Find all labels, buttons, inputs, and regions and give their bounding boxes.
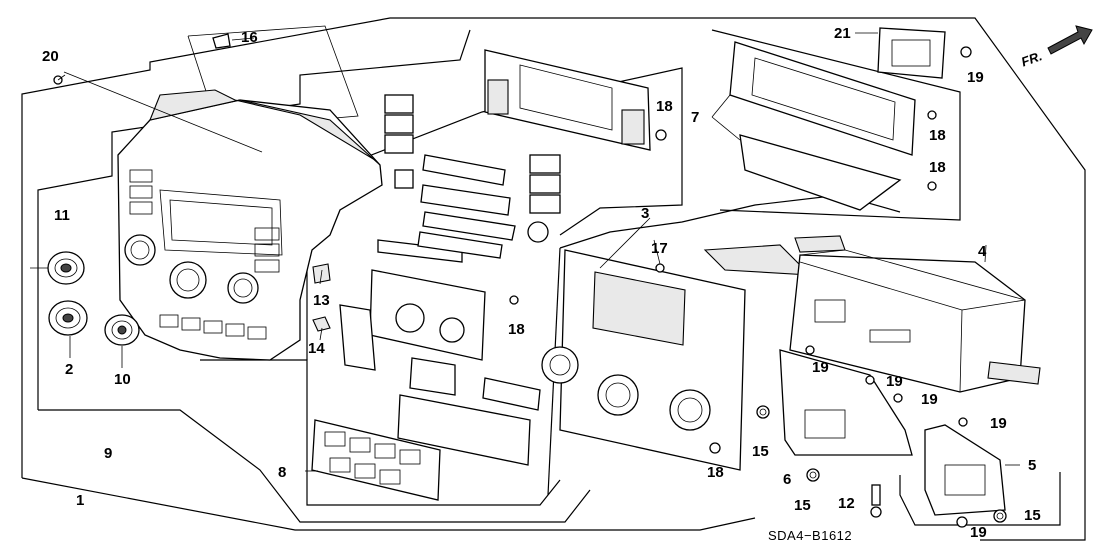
leader-lines (30, 32, 1020, 472)
screw-19-b (805, 345, 815, 355)
callout-14: 14 (308, 340, 325, 357)
screw-18-c (927, 181, 937, 191)
screw-18-b (927, 110, 937, 120)
screw-18-d (509, 295, 519, 305)
callout-4: 4 (978, 243, 987, 260)
callout-8: 8 (278, 464, 286, 481)
screw-17 (655, 263, 665, 273)
harness-bracket (397, 377, 541, 466)
callout-18-c: 18 (929, 159, 946, 176)
bracket-5 (924, 424, 1006, 516)
callout-5: 5 (1028, 457, 1036, 474)
callout-13: 13 (313, 292, 330, 309)
screw-18-a (655, 129, 667, 141)
knob-11 (47, 251, 85, 285)
callout-15-a: 15 (752, 443, 769, 460)
callout-20: 20 (42, 48, 59, 65)
knob-10 (104, 314, 140, 346)
radio-unit-4 (703, 235, 1041, 393)
front-direction-label: FR. (1019, 48, 1044, 69)
bezel-7 (729, 41, 916, 211)
bracket-6 (779, 349, 913, 456)
callout-1: 1 (76, 492, 84, 509)
part-21 (877, 27, 946, 79)
screw-19-c (865, 375, 875, 385)
callout-9: 9 (104, 445, 112, 462)
callout-12: 12 (838, 495, 855, 512)
callout-15-c: 15 (1024, 507, 1041, 524)
diagram-code: SDA4−B1612 (768, 528, 852, 543)
bezel-box-7 (711, 29, 961, 221)
callout-18-a: 18 (656, 98, 673, 115)
callout-21: 21 (834, 25, 851, 42)
callout-19-d: 19 (921, 391, 938, 408)
callout-7: 7 (691, 109, 699, 126)
clip-16 (212, 33, 231, 49)
callout-11: 11 (54, 207, 70, 224)
screw-19-f (956, 516, 968, 528)
audio-panel-bezel (117, 89, 383, 361)
screw-19-d (893, 393, 903, 403)
screw-15-b (806, 468, 820, 482)
callout-19-b: 19 (812, 359, 829, 376)
screw-19-e (958, 417, 968, 427)
screw-19-a (960, 46, 972, 58)
display-frame (484, 49, 651, 151)
callout-6: 6 (783, 471, 791, 488)
bracket-box-5 (899, 472, 1061, 526)
callout-19-a: 19 (967, 69, 984, 86)
callout-10: 10 (114, 371, 131, 388)
callout-3: 3 (641, 205, 649, 222)
callout-19-f: 19 (970, 524, 987, 541)
callout-2: 2 (65, 361, 73, 378)
button-stack-left (384, 94, 414, 189)
button-stack-right (527, 154, 561, 243)
heater-control-unit-8 (311, 419, 441, 501)
callout-18-b: 18 (929, 127, 946, 144)
knob-2 (48, 300, 88, 336)
callout-19-e: 19 (990, 415, 1007, 432)
assembly-outline-1 (21, 17, 1086, 541)
button-row-center (377, 154, 516, 263)
front-panel-3 (541, 249, 746, 471)
callout-16: 16 (241, 29, 258, 46)
front-direction-arrow (1047, 25, 1093, 55)
part-14 (312, 316, 331, 332)
screw-15-a (756, 405, 770, 419)
screw-20 (53, 71, 263, 153)
callout-18-d: 18 (508, 321, 525, 338)
callout-19-c: 19 (886, 373, 903, 390)
callout-15-b: 15 (794, 497, 811, 514)
callout-18-e: 18 (707, 464, 724, 481)
callout-17: 17 (651, 240, 668, 257)
screw-15-c (993, 509, 1007, 523)
bolt-12 (870, 484, 882, 518)
screw-18-e (709, 442, 721, 454)
switch-panel (339, 269, 486, 396)
